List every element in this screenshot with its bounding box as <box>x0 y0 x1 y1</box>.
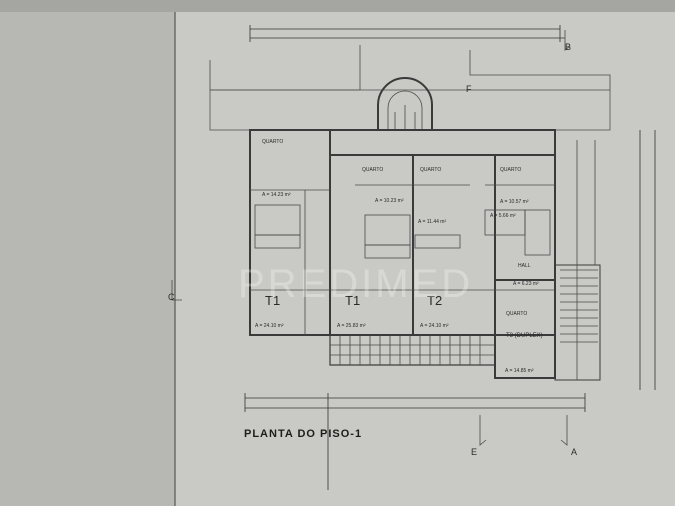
unit-area-4: A = 14.85 m² <box>505 368 534 374</box>
section-marker-a: A <box>571 447 577 457</box>
bedroom-label-2: QUARTO <box>362 167 383 173</box>
spiral-staircase <box>377 77 433 130</box>
sheet-left-margin <box>0 12 175 506</box>
bedroom-area-1: A = 14.23 m² <box>262 192 291 198</box>
section-marker-b: B <box>565 42 571 52</box>
hall-area: A = 6.23 m² <box>513 281 539 287</box>
section-marker-c: C <box>168 292 175 302</box>
bedroom-area-3: A = 11.44 m² <box>418 219 446 225</box>
bedroom-label-1: QUARTO <box>262 139 283 145</box>
right-dimensions <box>639 130 656 390</box>
unit-type-1: T1 <box>265 293 280 308</box>
section-marker-f: F <box>466 84 472 94</box>
bedroom-area-4: A = 10.57 m² <box>500 199 529 205</box>
unit-area-3: A = 24.10 m² <box>420 323 449 329</box>
top-dimensions <box>249 25 565 42</box>
bedroom-area-2: A = 10.23 m² <box>375 198 404 204</box>
lower-bedroom-label: QUARTO <box>506 311 527 317</box>
exterior-staircase <box>554 140 601 381</box>
hall-label: HALL <box>518 263 531 269</box>
bath-area-4: A = 5.66 m² <box>490 213 516 219</box>
section-markers: B F C E A <box>168 30 577 457</box>
unit-area-1: A = 24.10 m² <box>255 323 284 329</box>
watermark-logo: PREDIMED <box>238 262 473 306</box>
sheet <box>175 12 675 506</box>
drawing-title: PLANTA DO PISO-1 <box>244 428 362 440</box>
bedroom-label-3: QUARTO <box>420 167 441 173</box>
section-marker-e: E <box>471 447 477 457</box>
room-labels: QUARTO A = 14.23 m² QUARTO A = 10.23 m² … <box>255 139 543 374</box>
balcony <box>329 334 496 366</box>
unit-area-2: A = 25.83 m² <box>337 323 366 329</box>
unit-type-3: T2 <box>427 293 442 308</box>
unit-type-2: T1 <box>345 293 360 308</box>
unit-type-4: T3 (DUPLEX) <box>506 333 543 339</box>
bedroom-label-4: QUARTO <box>500 167 521 173</box>
bottom-dimensions <box>244 393 586 490</box>
